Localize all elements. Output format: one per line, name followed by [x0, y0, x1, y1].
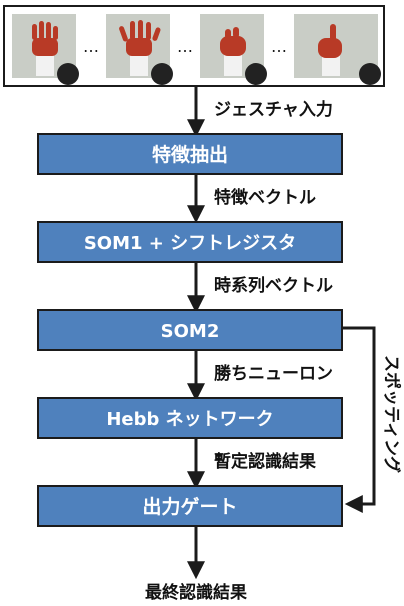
process-box-som1-shift-register: SOM1 + シフトレジスタ — [37, 221, 343, 263]
glove-finger — [330, 24, 336, 42]
frame-dark-object — [245, 63, 267, 85]
frame-dark-object — [151, 63, 173, 85]
frame-separator: … — [177, 37, 193, 56]
box-shape — [37, 397, 343, 439]
gesture-frame-4 — [294, 14, 381, 85]
glove-palm — [126, 38, 152, 56]
box-shape — [37, 309, 343, 351]
spotting-bypass-arrow — [342, 326, 376, 513]
glove-wrist — [36, 52, 54, 76]
label-gesture-input: ジェスチャ入力 — [214, 99, 333, 120]
label-winner-neuron: 勝ちニューロン — [214, 363, 333, 384]
glove-finger — [130, 21, 135, 40]
label-spotting: スポッティング — [381, 355, 402, 473]
label-provisional-result: 暫定認識結果 — [214, 451, 316, 472]
box-label: Hebb ネットワーク — [106, 409, 273, 430]
box-label: 特徴抽出 — [152, 143, 228, 166]
box-shape — [37, 221, 343, 263]
frame-dark-object — [57, 63, 79, 85]
gesture-frame-2 — [106, 14, 173, 85]
frame-dark-object — [359, 63, 381, 85]
glove-wrist — [322, 54, 340, 76]
process-box-hebb-network: Hebb ネットワーク — [37, 397, 343, 439]
glove-finger — [53, 26, 58, 40]
glove-finger — [146, 22, 151, 40]
box-shape — [37, 485, 343, 527]
box-shape — [37, 133, 343, 175]
label-feature-vector: 特徴ベクトル — [214, 187, 316, 208]
box-label: SOM2 — [161, 321, 220, 342]
glove-finger — [32, 24, 37, 40]
gesture-input-strip: … … … — [3, 5, 385, 87]
process-box-output-gate: 出力ゲート — [37, 485, 343, 527]
gesture-frame-3 — [200, 14, 267, 85]
label-time-series-vector: 時系列ベクトル — [214, 275, 333, 296]
box-label: SOM1 + シフトレジスタ — [84, 233, 296, 254]
glove-palm — [220, 36, 246, 56]
label-final-result: 最終認識結果 — [145, 582, 247, 603]
box-label: 出力ゲート — [142, 495, 237, 518]
glove-finger — [39, 21, 44, 40]
glove-finger — [225, 29, 231, 39]
process-box-som2: SOM2 — [37, 309, 343, 351]
glove-wrist — [130, 52, 148, 76]
glove-finger — [152, 27, 161, 41]
glove-wrist — [224, 52, 242, 76]
flow-arrows — [187, 86, 376, 580]
glove-finger — [138, 20, 143, 40]
gesture-frame-1 — [12, 14, 79, 85]
glove-palm — [318, 38, 342, 58]
frame-separator: … — [83, 37, 99, 56]
glove-finger — [233, 27, 239, 38]
glove-finger — [119, 26, 128, 42]
frame-separator: … — [271, 37, 287, 56]
process-box-feature-extraction: 特徴抽出 — [37, 133, 343, 175]
glove-palm — [32, 38, 58, 56]
glove-finger — [46, 22, 51, 40]
